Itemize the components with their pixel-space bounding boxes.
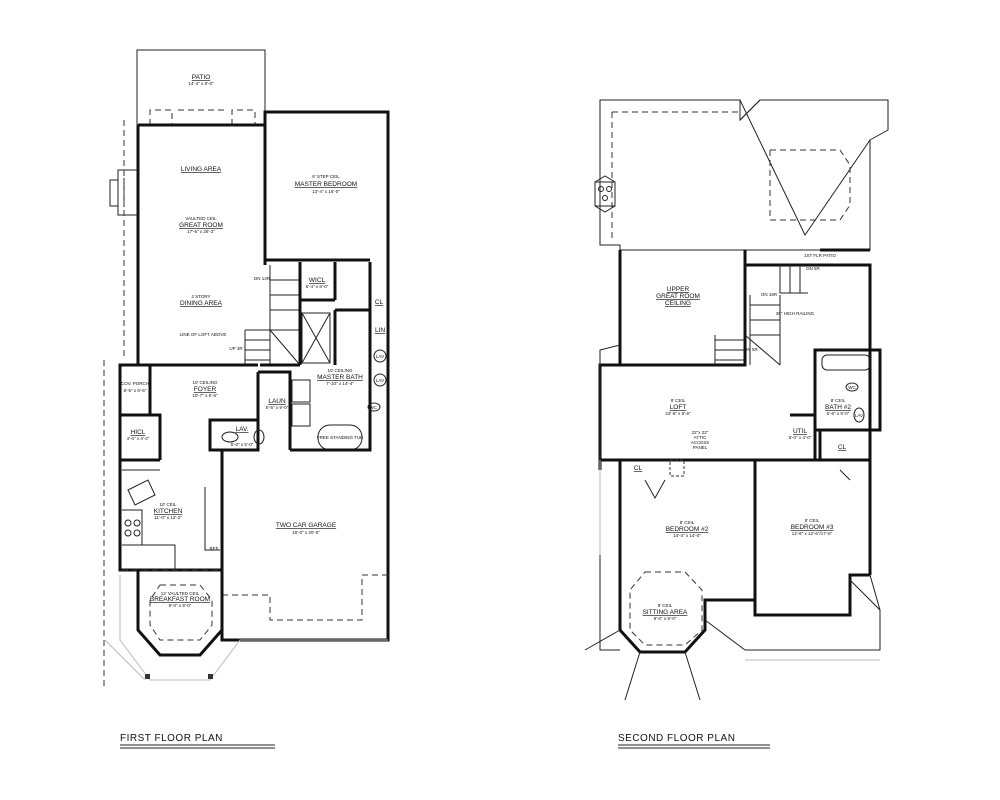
attic-line1: 22"x 22" [692,430,709,435]
laun-size: 5'-6" x 9'-0" [266,405,289,410]
living-area-label: LIVING AREA [181,166,222,173]
patio-size: 14'-4" x 8'-0" [188,81,214,86]
patio [136,49,266,126]
wc-label: WC [369,405,377,410]
dining-area-label: DINING AREA [180,300,223,307]
wicl-size: 5'-4" x 6'-0" [306,284,329,289]
master-bath-label: MASTER BATH [317,374,363,381]
master-bedroom-label: MASTER BEDROOM [295,181,357,188]
patio-label: PATIO [192,74,211,81]
master-bath-note: 10' CEILING [327,368,353,373]
master-bedroom-size: 13'-4" x 16'-0" [312,189,340,194]
first-floor-title: FIRST FLOOR PLAN [120,733,223,744]
loft-walls [598,363,870,470]
kitchen-size: 11'-0" x 12'-3" [154,515,182,520]
bath2-label: BATH #2 [825,404,851,411]
kitchen-label: KITCHEN [154,508,183,515]
sitting-label: SITTING AREA [643,609,688,616]
foyer-label: FOYER [194,386,217,393]
breakfast-bay [136,570,224,657]
loft-label: LOFT [670,404,687,411]
ref-label: REF [210,546,219,551]
upper-great-room-line2: GREAT ROOM [656,293,700,300]
sitting-size: 9'-0" x 9'-0" [654,616,677,621]
roof-outline [599,99,889,251]
hicl-label: HICL [131,429,146,436]
porch-label: COV. PORCH [121,381,149,386]
cl-label-1: CL [634,465,643,472]
breakfast-note: 12' VAULTED CEIL [161,591,200,596]
bedroom2-label: BEDROOM #2 [666,526,709,533]
bedroom3-label: BEDROOM #3 [791,524,834,531]
stair-dn2-label: DN 5R [744,347,758,352]
bedroom2-size: 14'-4" x 14'-0" [673,533,701,538]
breakfast-label: BREAKFAST ROOM [150,596,210,603]
cl-label: CL [375,299,384,306]
stair-on-label: ON 16R [761,292,778,297]
kitchen-note: 10' CEIL [159,502,177,507]
master-bedroom-note: 8' STEP CEIL [312,174,340,179]
wicl-label: WICL [309,277,326,284]
bedroom3-size: 12'-8" x 12'-6"/17'-6" [792,531,833,536]
foyer-size: 10'-7" x 5'-6" [192,393,218,398]
exterior-wall-west [118,125,140,570]
lav-label: LAV. [235,426,248,433]
util-size: 5'-0" x 4'-0" [789,435,812,440]
stair-up-label: UP 3R [229,346,243,351]
util-label: UTIL [793,428,807,435]
loft-size: 23'-6" x 9'-6" [665,411,691,416]
great-room-size: 17'-6" x 26'-2" [187,229,215,234]
lav-sink-2: LAV [376,378,384,383]
bath2-lav-label: LAV [855,413,863,418]
hicl-size: 4'-0" x 4'-2" [127,436,150,441]
attic-line3: ACCESS [691,440,710,445]
lav-sink-1: LAV [376,354,384,359]
attic-line4: PANEL [693,445,708,450]
stair-dn1-label: DN 5R [806,266,820,271]
foyer-note: 10' CEILING [192,380,218,385]
railing-label: 36" HIGH RAILING [776,311,815,316]
attic-line2: ATTIC [694,435,707,440]
bedroom3-note: 8' CEIL [805,518,820,523]
garage-size: 18'-0" x 20'-0" [292,530,320,535]
sitting-note: 9' CEIL [658,603,673,608]
loft-line-label: LINE OF LOFT ABOVE [180,332,227,337]
patio-roof-label: 1ST FLR PATIO [804,253,837,258]
great-room-label: GREAT ROOM [179,222,223,229]
breakfast-size: 9'-0" x 9'-0" [169,603,192,608]
master-bath-size: 7'-10" x 14'-4" [326,381,354,386]
loft-note: 8' CEIL [671,398,686,403]
second-floor-title-underline [618,744,770,749]
stair-dn-label: DN 14R [254,276,271,281]
bath2-size: 5'-6" x 9'-0" [827,411,850,416]
lav-size: 6'-0" x 5'-0" [231,442,254,447]
upper-great-room-walls [618,250,872,575]
cl-label-2: CL [838,444,847,451]
bath2-note: 8' CEIL [831,398,846,403]
bath2-wc-label: WC [848,385,856,390]
dining-note: 2 STORY [191,294,210,299]
tub-label: FREE STANDING TUB [317,435,363,440]
first-floor-title-underline [120,744,275,749]
lin-label: LIN [375,327,385,334]
upper-great-room-line1: UPPER [667,286,690,293]
first-floor-plan: PATIO 14'-4" x 8'-0" LIVING AREA VAULTED… [103,49,390,749]
second-floor-plan: UPPER GREAT ROOM CEILING 1ST FLR PATIO D… [584,99,889,749]
garage-walls [220,445,390,642]
laun-label: LAUN [268,398,286,405]
porch-size: 6'-5" x 5'-6" [124,388,147,393]
bedroom2-note: 8' CEIL [680,520,695,525]
second-floor-title: SECOND FLOOR PLAN [618,733,735,744]
garage-label: TWO CAR GARAGE [276,522,337,529]
upper-great-room-line3: CEILING [665,300,691,307]
great-room-note: VAULTED CEIL [185,216,217,221]
bedroom-walls [618,460,870,617]
